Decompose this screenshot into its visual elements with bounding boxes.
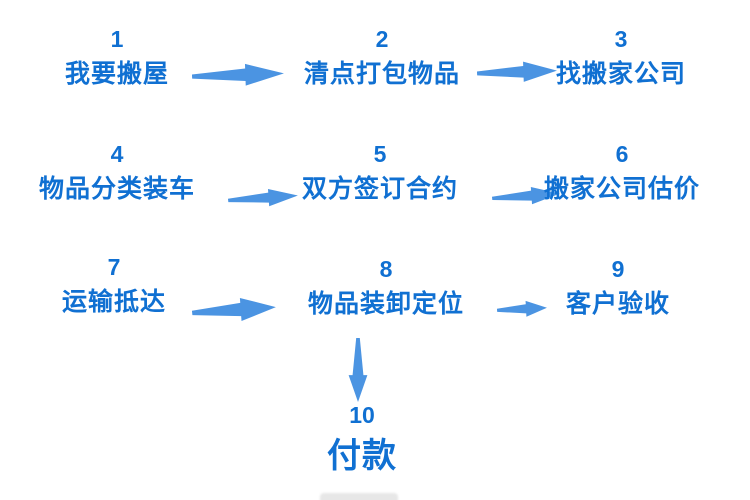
step-1: 1 我要搬屋 (7, 26, 227, 89)
step-5: 5 双方签订合约 (270, 141, 490, 204)
step-8-label: 物品装卸定位 (307, 290, 464, 318)
arrow-right-icon (227, 184, 299, 213)
step-9: 9 客户验收 (508, 256, 728, 319)
step-1-label: 我要搬屋 (64, 60, 169, 88)
step-2-label: 清点打包物品 (303, 60, 460, 88)
arrow-right-icon (191, 58, 285, 91)
arrow-right-icon (476, 57, 558, 88)
step-5-label: 双方签订合约 (301, 175, 458, 203)
step-8-number: 8 (379, 256, 393, 282)
arrow-right-icon (496, 297, 547, 322)
step-3-label: 找搬家公司 (555, 60, 686, 88)
step-9-label: 客户验收 (565, 290, 670, 318)
step-4-number: 4 (110, 141, 124, 167)
step-2: 2 清点打包物品 (272, 26, 492, 89)
step-5-number: 5 (373, 141, 387, 167)
arrow-down-icon (345, 338, 371, 402)
step-10-number: 10 (349, 402, 375, 428)
step-6-label: 搬家公司估价 (543, 175, 700, 203)
bottom-cropped-artifact (320, 493, 398, 500)
arrow-right-icon (491, 182, 561, 211)
step-8: 8 物品装卸定位 (276, 256, 496, 319)
step-9-number: 9 (611, 256, 625, 282)
step-3: 3 找搬家公司 (511, 26, 731, 89)
step-7-number: 7 (107, 254, 121, 280)
step-4-label: 物品分类装车 (38, 175, 195, 203)
step-6-number: 6 (615, 141, 629, 167)
step-10: 10 付款 (252, 402, 472, 476)
step-3-number: 3 (614, 26, 628, 52)
step-4: 4 物品分类装车 (7, 141, 227, 204)
step-6: 6 搬家公司估价 (512, 141, 732, 204)
step-1-number: 1 (110, 26, 124, 52)
step-7: 7 运输抵达 (4, 254, 224, 317)
step-10-label: 付款 (327, 437, 397, 475)
step-2-number: 2 (375, 26, 389, 52)
step-7-label: 运输抵达 (61, 288, 166, 316)
arrow-right-icon (191, 291, 277, 329)
